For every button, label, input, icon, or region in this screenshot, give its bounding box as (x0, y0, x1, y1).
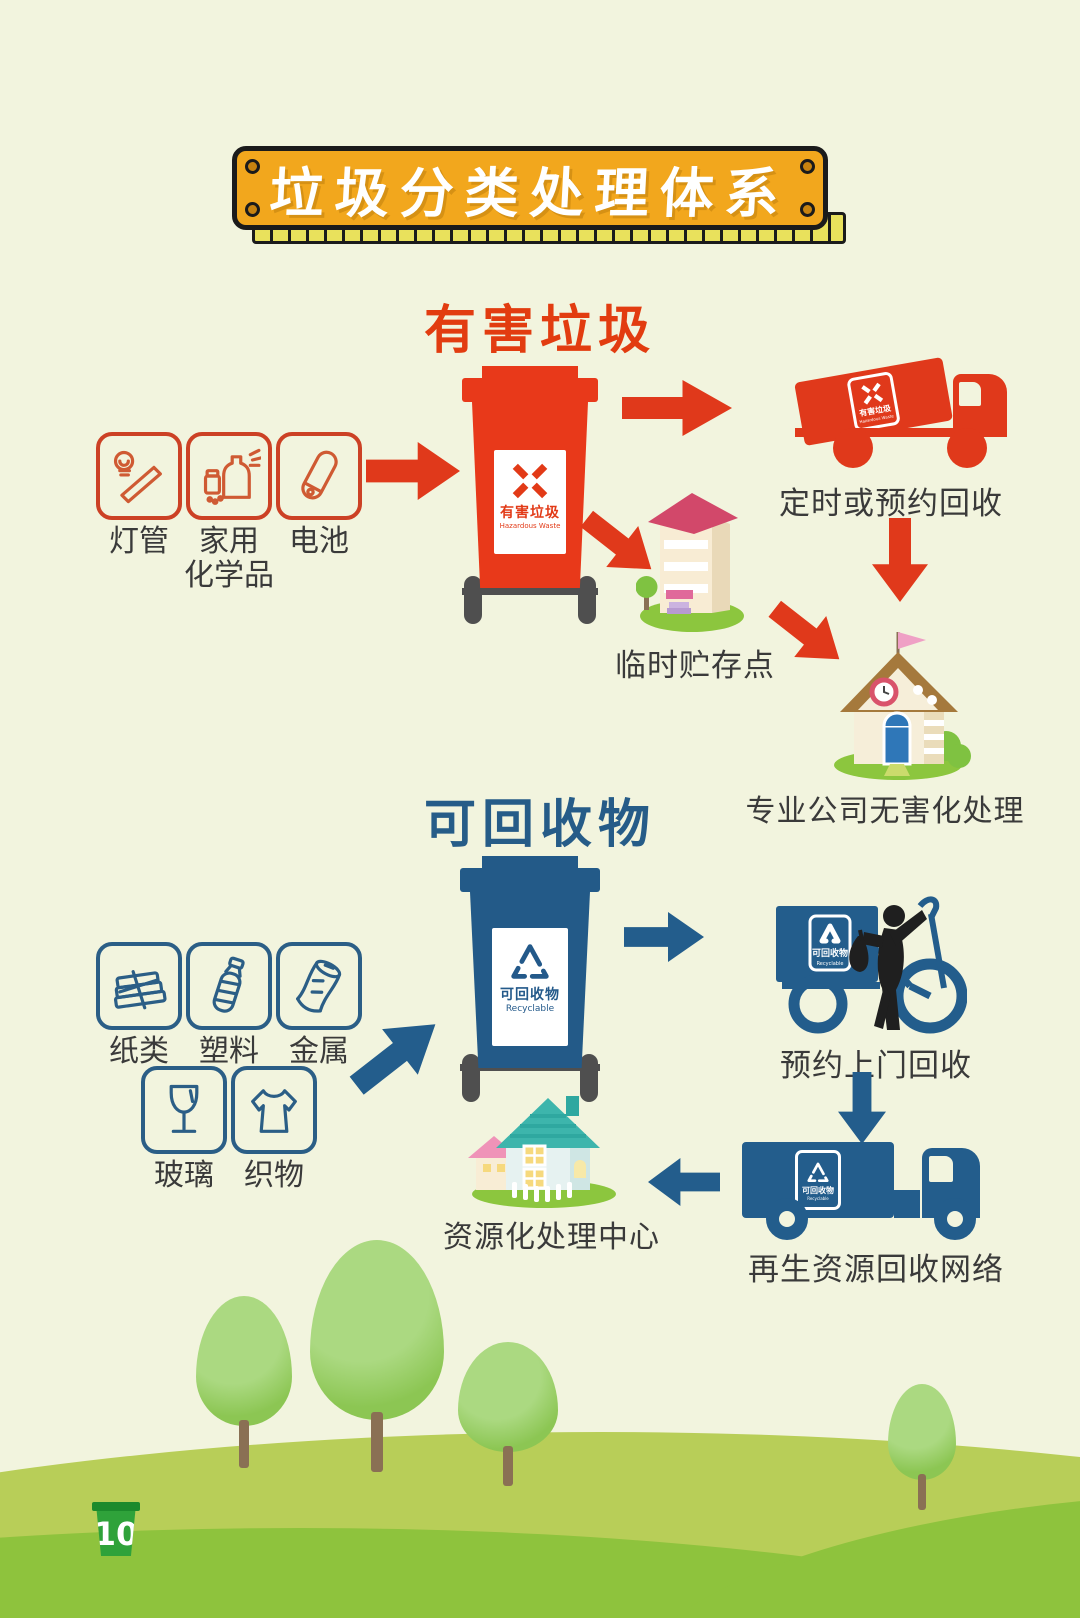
arrow-left-icon (648, 1158, 720, 1206)
tree-icon (310, 1240, 444, 1476)
bin-wheel (578, 576, 596, 624)
item-label: 玻璃 (154, 1158, 214, 1193)
caption-professional-treatment: 专业公司无害化处理 (745, 794, 1025, 829)
arrow-up-right-icon (339, 1001, 454, 1108)
recyclable-bin-label: 可回收物 Recyclable (492, 928, 568, 1046)
paper-icon (96, 942, 182, 1030)
recyclable-bin: 可回收物 Recyclable (460, 856, 600, 1106)
page-number: 10 (93, 1514, 139, 1553)
hazardous-waste-bin: 有害垃圾 Hazardous Waste (462, 366, 598, 624)
item-label: 家用 化学品 (184, 524, 274, 593)
item-glass: 玻璃 (129, 1066, 239, 1193)
caption-scheduled-pickup: 定时或预约回收 (779, 486, 1003, 522)
arrow-down-icon (838, 1072, 886, 1144)
item-label: 金属 (289, 1034, 349, 1069)
arrow-right-icon (624, 912, 704, 962)
item-label: 织物 (244, 1158, 304, 1193)
treatment-facility-icon (826, 628, 971, 780)
screw-icon (245, 159, 260, 174)
hazardous-section-header: 有害垃圾 (423, 301, 656, 361)
item-metal: 金属 (264, 942, 374, 1069)
tree-icon (196, 1296, 292, 1472)
plastic-bottle-icon (186, 942, 272, 1030)
hazardous-x-icon (512, 463, 548, 499)
item-household-chemicals: 家用 化学品 (174, 432, 284, 592)
processing-center-house-icon (462, 1090, 627, 1210)
item-label: 电池 (289, 524, 349, 559)
item-plastic: 塑料 (174, 942, 284, 1069)
temporary-storage-building-icon (635, 482, 748, 634)
page-number-tab: 10 (92, 1502, 140, 1556)
recycle-icon (511, 944, 549, 979)
caption-processing-center: 资源化处理中心 (443, 1220, 660, 1255)
glass-icon (141, 1066, 227, 1154)
tree-icon (458, 1342, 558, 1488)
truck-wheel (766, 1198, 808, 1240)
screw-icon (245, 202, 260, 217)
fabric-icon (231, 1066, 317, 1154)
arrow-right-icon (366, 442, 460, 500)
screw-icon (800, 159, 815, 174)
truck-wheel (934, 1198, 976, 1240)
recyclable-section-header: 可回收物 (423, 795, 656, 855)
truck-sign: 可回收物 Recyclable (795, 1150, 841, 1210)
lamp-tube-icon (96, 432, 182, 520)
hazardous-bin-label: 有害垃圾 Hazardous Waste (494, 450, 566, 554)
bin-wheel (580, 1054, 598, 1102)
item-lamp-tube: 灯管 (84, 432, 194, 559)
arrow-down-right-icon (759, 588, 856, 679)
item-battery: 电池 (264, 432, 374, 559)
recycling-network-truck-icon: 可回收物 Recyclable (742, 1128, 997, 1246)
bin-lid-icon (92, 1502, 140, 1511)
bin-wheel (462, 1054, 480, 1102)
arrow-right-icon (622, 380, 732, 436)
collector-person-silhouette (849, 905, 927, 1030)
title-banner: 垃圾分类处理体系 (232, 146, 828, 230)
truck-wheel (833, 428, 873, 468)
item-label: 塑料 (199, 1034, 259, 1069)
pickup-tricycle-icon: 可回收物 Recyclable (772, 886, 968, 1041)
page-title: 垃圾分类处理体系 (268, 161, 792, 225)
item-paper: 纸类 (84, 942, 194, 1069)
caption-door-pickup: 预约上门回收 (780, 1048, 972, 1084)
item-label: 纸类 (109, 1034, 169, 1069)
truck-wheel (947, 428, 987, 468)
tricycle-sign-cn: 可回收物 (812, 947, 848, 959)
arrow-down-right-icon (571, 498, 668, 589)
tree-icon (888, 1384, 956, 1512)
battery-icon (276, 432, 362, 520)
item-fabric: 织物 (219, 1066, 329, 1193)
caption-recycling-network: 再生资源回收网络 (748, 1252, 1004, 1288)
truck-sign: 有害垃圾 Hazardous Waste (846, 370, 901, 433)
household-chemicals-icon (186, 432, 272, 520)
screw-icon (800, 202, 815, 217)
bin-wheel (464, 576, 482, 624)
metal-can-icon (276, 942, 362, 1030)
caption-temporary-storage: 临时贮存点 (615, 648, 775, 684)
hazardous-collection-truck-icon: 有害垃圾 Hazardous Waste (794, 348, 1007, 470)
item-label: 灯管 (109, 524, 169, 559)
tricycle-sign-en: Recyclable (817, 961, 844, 967)
arrow-down-icon (872, 518, 928, 602)
